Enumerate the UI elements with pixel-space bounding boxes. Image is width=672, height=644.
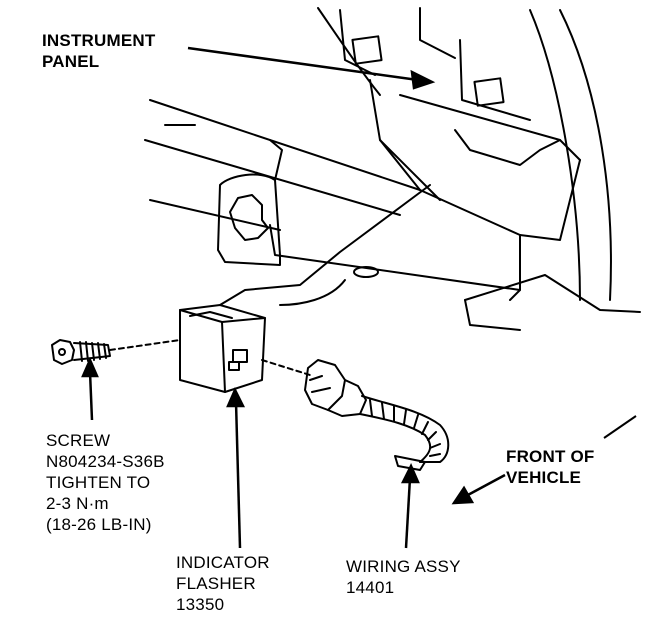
lower-trim-drawing [279,266,641,331]
wiring-assy-part-number: 14401 [346,578,395,597]
instrument-panel-label: INSTRUMENT PANEL [42,30,155,72]
front-of-vehicle-label-line1: FRONT OF [506,447,595,466]
screw-torque-metric: 2-3 N·m [46,494,109,513]
wiring-assembly-drawing [304,359,450,471]
front-of-vehicle-arrow [465,473,506,498]
screw-leader [88,371,94,421]
indicator-flasher-part-number: 13350 [176,595,225,614]
wiring-assy-label-line1: WIRING ASSY [346,557,461,576]
screw-torque-label: TIGHTEN TO [46,473,151,492]
instrument-panel-label-line1: INSTRUMENT [42,31,156,50]
front-of-vehicle-label: FRONT OF VEHICLE [506,446,594,488]
front-of-vehicle-arrowhead [451,485,475,505]
screw-part-number: N804234-S36B [46,452,165,471]
wiring-arrowhead [400,463,420,484]
indicator-flasher-label-line2: FLASHER [176,574,256,593]
instrument-panel-drawing [144,7,612,301]
screw-torque-imperial: (18-26 LB-IN) [46,515,152,534]
leader-arrows [81,46,506,549]
screw-drawing [51,339,181,365]
mounting-bracket-drawing [217,139,283,266]
wiring-leader [404,477,412,549]
instrument-panel-label-line2: PANEL [42,52,100,71]
instrument-panel-arrowhead [410,69,436,90]
flasher-leader [234,401,242,549]
front-of-vehicle-label-line2: VEHICLE [506,468,582,487]
indicator-flasher-drawing [179,184,431,393]
flasher-arrowhead [226,387,246,408]
indicator-flasher-label-line1: INDICATOR [176,553,270,572]
indicator-flasher-label: INDICATOR FLASHER 13350 [176,552,270,615]
direction-tick [603,415,637,439]
screw-label: SCREW N804234-S36B TIGHTEN TO 2-3 N·m (1… [46,430,165,535]
wiring-assy-label: WIRING ASSY 14401 [346,556,461,598]
screw-arrowhead [81,356,99,378]
instrument-panel-leader [187,46,419,82]
screw-label-line1: SCREW [46,431,111,450]
